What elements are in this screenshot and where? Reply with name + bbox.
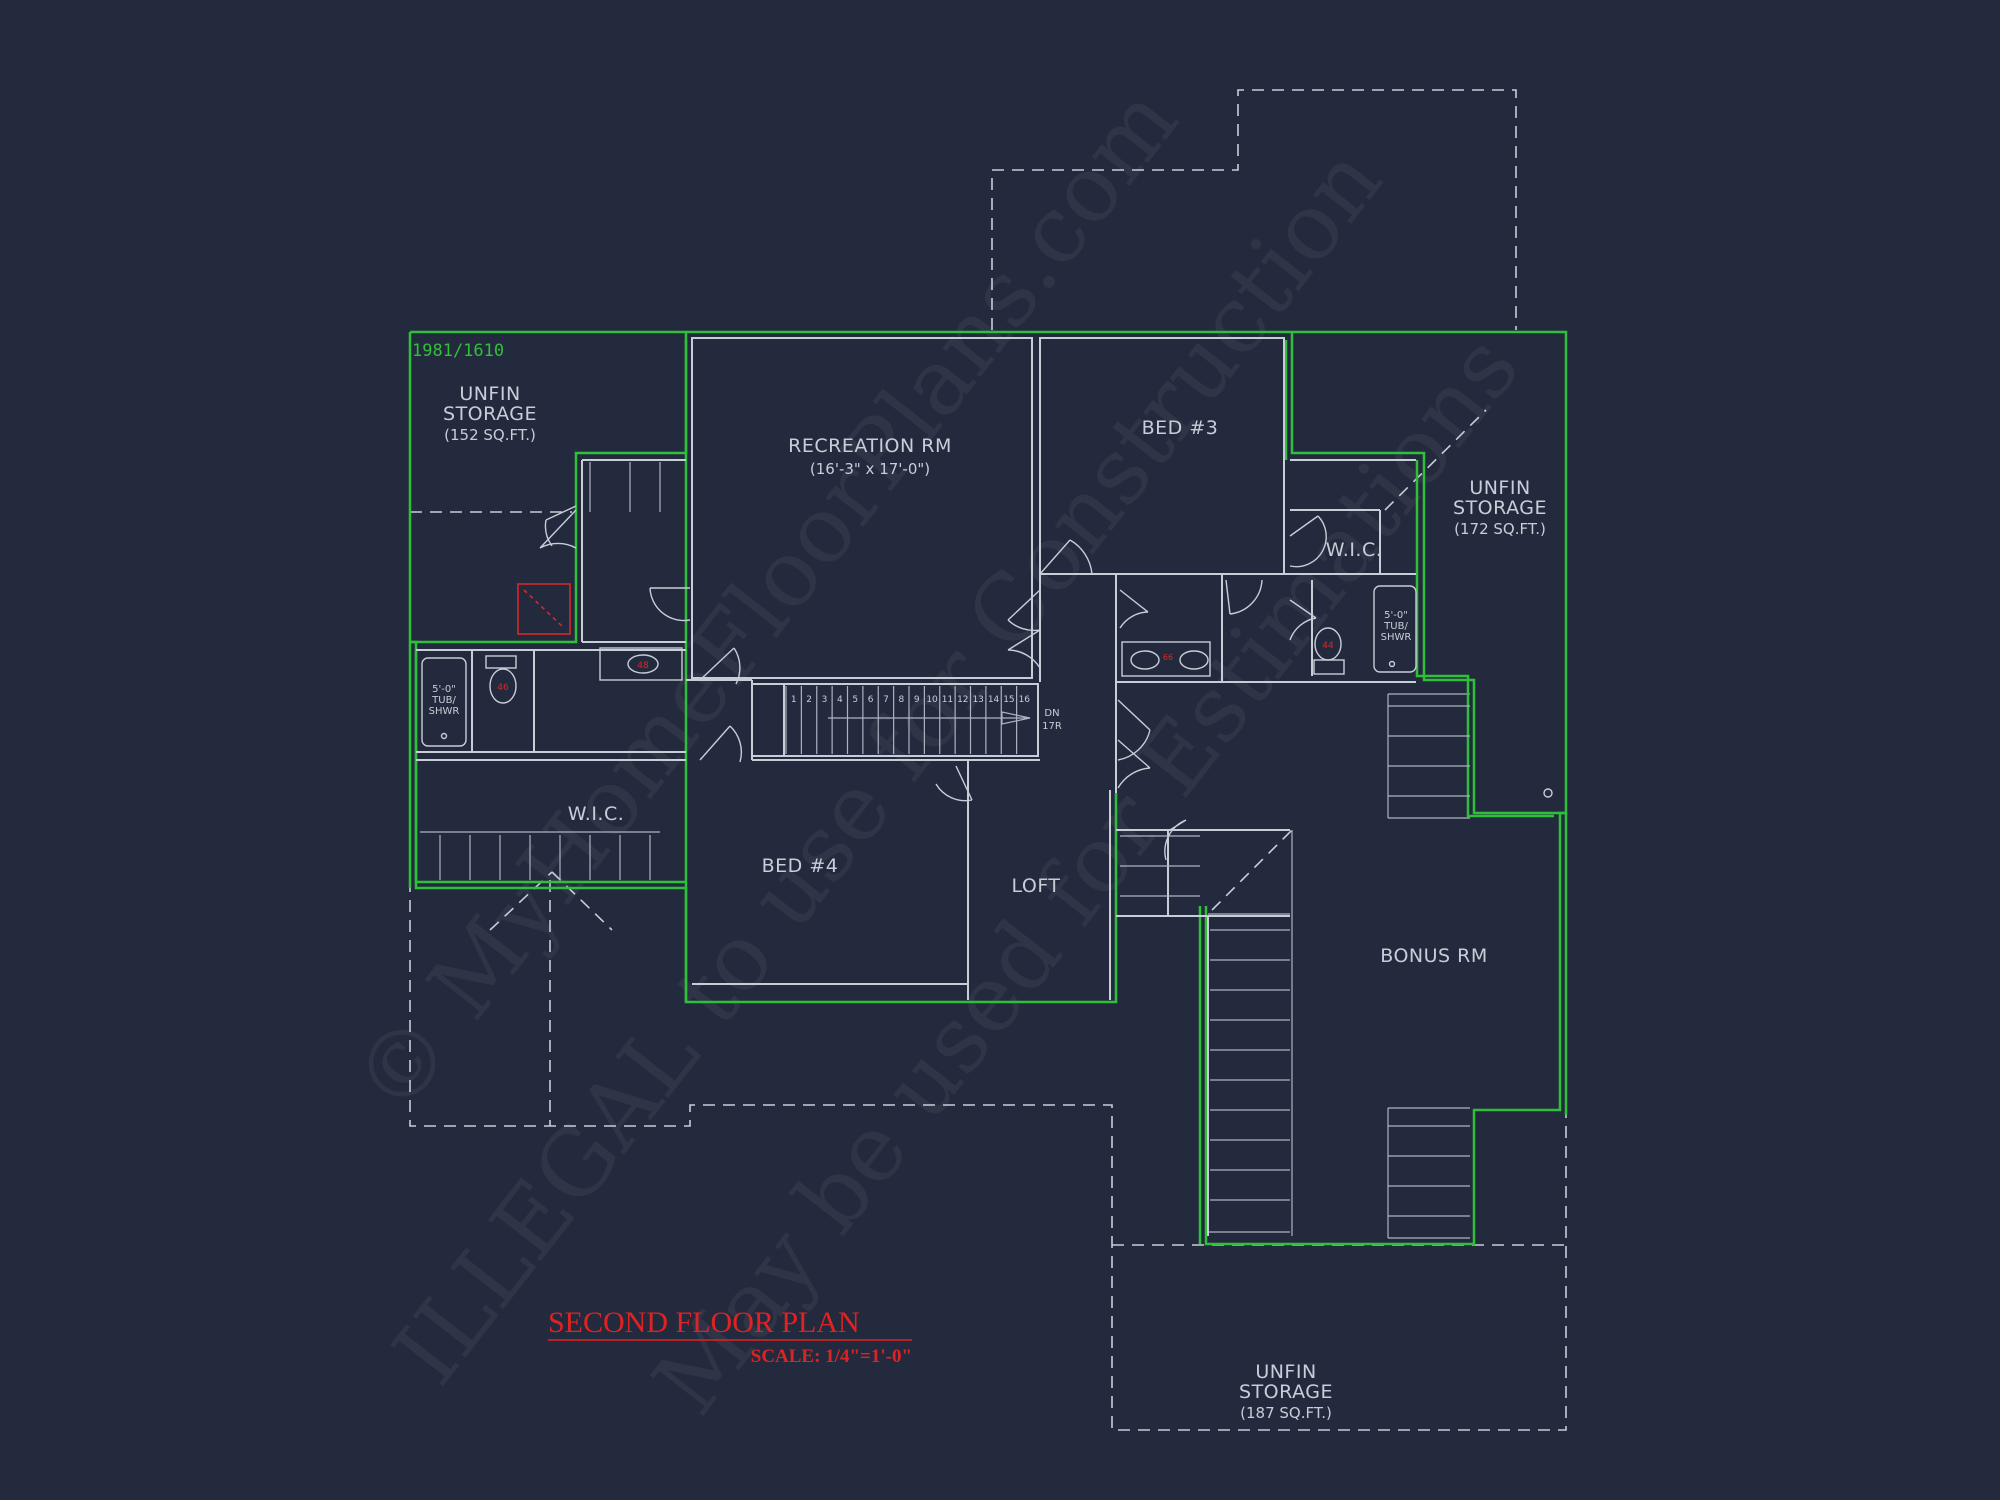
unfin-storage-nw-area: (152 SQ.FT.) (444, 426, 536, 444)
tub-east (1373, 585, 1417, 673)
tub-east-size: 5'-0" (1384, 610, 1408, 621)
unfin-storage-nw-label-2: STORAGE (443, 403, 537, 425)
stair-step-number: 4 (837, 695, 843, 705)
interior-walls (416, 337, 1416, 1236)
watermark: © MyHomeFloorPlans.com ILLEGAL to use fo… (333, 68, 1540, 1434)
code-mark: 1981/1610 (412, 341, 504, 361)
fixtures: 46 48 66 44 (421, 583, 1553, 798)
stair-step-number: 12 (957, 695, 968, 705)
loft-label: LOFT (1011, 875, 1060, 897)
stair-step-number: 11 (942, 695, 953, 705)
stair-step-number: 14 (988, 695, 1000, 705)
unfin-storage-s-area: (187 SQ.FT.) (1240, 1404, 1332, 1422)
unfin-storage-s-label: UNFIN (1255, 1361, 1316, 1383)
bed4-label: BED #4 (762, 855, 839, 877)
svg-text:44: 44 (1322, 641, 1334, 651)
svg-text:66: 66 (1163, 653, 1173, 662)
plan-title: SECOND FLOOR PLAN (548, 1306, 860, 1339)
stair-step-number: 7 (883, 695, 889, 705)
stair-step-number: 15 (1003, 695, 1014, 705)
bonus-room-framing (439, 462, 1470, 1238)
plan-scale: SCALE: 1/4"=1'-0" (751, 1346, 912, 1367)
stair-step-number: 2 (806, 695, 812, 705)
bed3-label: BED #3 (1142, 417, 1219, 439)
stair-step-number: 6 (868, 695, 874, 705)
stair-step-number: 5 (852, 695, 858, 705)
doors (539, 505, 1327, 861)
stair-direction: DN (1044, 708, 1059, 719)
tub-east-type: TUB/ (1383, 621, 1408, 632)
tub-west-size: 5'-0" (432, 684, 456, 695)
exterior-walls (408, 330, 1568, 1246)
stair-step-number: 13 (972, 695, 983, 705)
svg-text:48: 48 (637, 661, 649, 671)
bonus-rm-label: BONUS RM (1380, 945, 1487, 967)
wic-sw-label: W.I.C. (568, 803, 625, 825)
stair-risers: 17R (1042, 721, 1062, 732)
tub-west-type-2: SHWR (429, 706, 460, 717)
stair-step-number: 10 (926, 695, 938, 705)
sink-west (627, 654, 659, 674)
title-block: SECOND FLOOR PLAN SCALE: 1/4"=1'-0" (548, 1306, 912, 1367)
unfin-storage-ne-area: (172 SQ.FT.) (1454, 520, 1546, 538)
tub-west-type: TUB/ (431, 695, 456, 706)
stair-step-number: 1 (791, 695, 797, 705)
room-labels: 1981/1610 UNFIN STORAGE (152 SQ.FT.) REC… (412, 341, 1547, 1422)
tub-east-type-2: SHWR (1381, 632, 1412, 643)
tub-west (421, 657, 467, 747)
attic-access-mark (517, 583, 571, 635)
unfin-storage-ne-label: UNFIN (1469, 477, 1530, 499)
stair-step-number: 9 (914, 695, 920, 705)
recreation-rm-label: RECREATION RM (788, 435, 952, 457)
wic-ne-label: W.I.C. (1326, 539, 1383, 561)
stair-step-number: 8 (898, 695, 904, 705)
unfin-storage-s-label-2: STORAGE (1239, 1381, 1333, 1403)
stair-step-number: 16 (1019, 695, 1031, 705)
svg-text:46: 46 (497, 683, 509, 693)
vanity-east (1121, 641, 1211, 677)
recreation-rm-dims: (16'-3" x 17'-0") (810, 460, 930, 478)
stair-step-number: 3 (822, 695, 828, 705)
toilet-west (489, 668, 517, 704)
unfin-storage-ne-label-2: STORAGE (1453, 497, 1547, 519)
unfin-storage-nw-label: UNFIN (459, 383, 520, 405)
